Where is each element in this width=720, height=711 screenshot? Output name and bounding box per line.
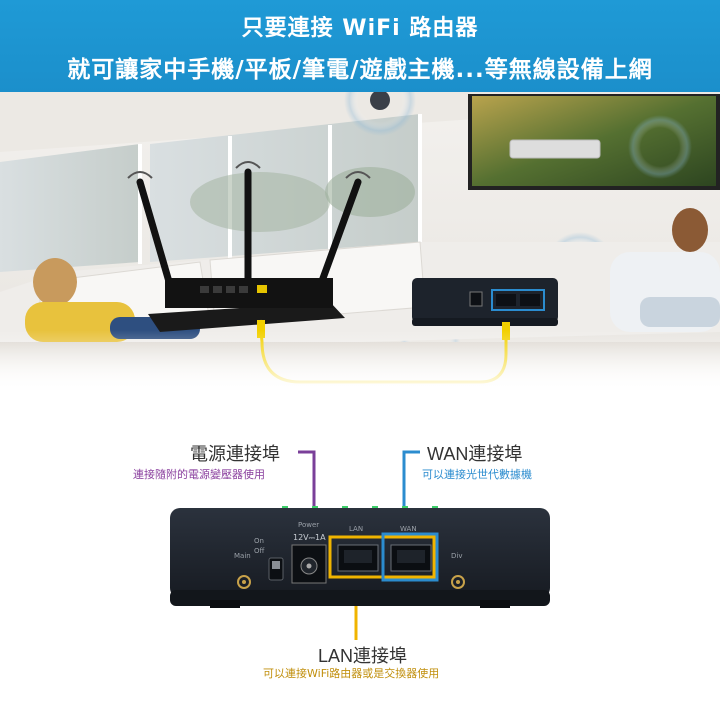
banner-headline: 只要連接 WiFi 路由器	[241, 16, 479, 41]
power-port-desc: 連接隨附的電源變壓器使用	[133, 468, 265, 481]
device-label-off: Off	[254, 547, 265, 555]
lan-port-title: LAN連接埠	[318, 646, 408, 666]
wan-port-title: WAN連接埠	[427, 444, 523, 464]
power-port-title: 電源連接埠	[190, 444, 280, 464]
wifi-router-icon	[136, 168, 362, 332]
device-label-div: Div	[451, 552, 463, 560]
device-label-wan: WAN	[400, 525, 417, 533]
device-label-rating: 12V⎓1A	[293, 533, 326, 542]
scene-illustration	[0, 92, 720, 390]
device-label-power: Power	[298, 521, 320, 529]
living-room-scene	[0, 92, 720, 390]
header-banner: 只要連接 WiFi 路由器 就可讓家中手機/平板/筆電/遊戲主機...等無線設備…	[0, 0, 720, 92]
scene-fade	[0, 330, 720, 400]
banner-subheadline: 就可讓家中手機/平板/筆電/遊戲主機...等無線設備上網	[67, 57, 653, 83]
device-label-main: Main	[234, 552, 251, 560]
mini-device-icon	[412, 278, 558, 326]
device-label-on: On	[254, 537, 264, 545]
device-label-lan: LAN	[349, 525, 364, 533]
lan-port-desc: 可以連接WiFi路由器或是交換器使用	[263, 667, 440, 680]
wan-port-desc: 可以連接光世代數據機	[422, 468, 532, 481]
